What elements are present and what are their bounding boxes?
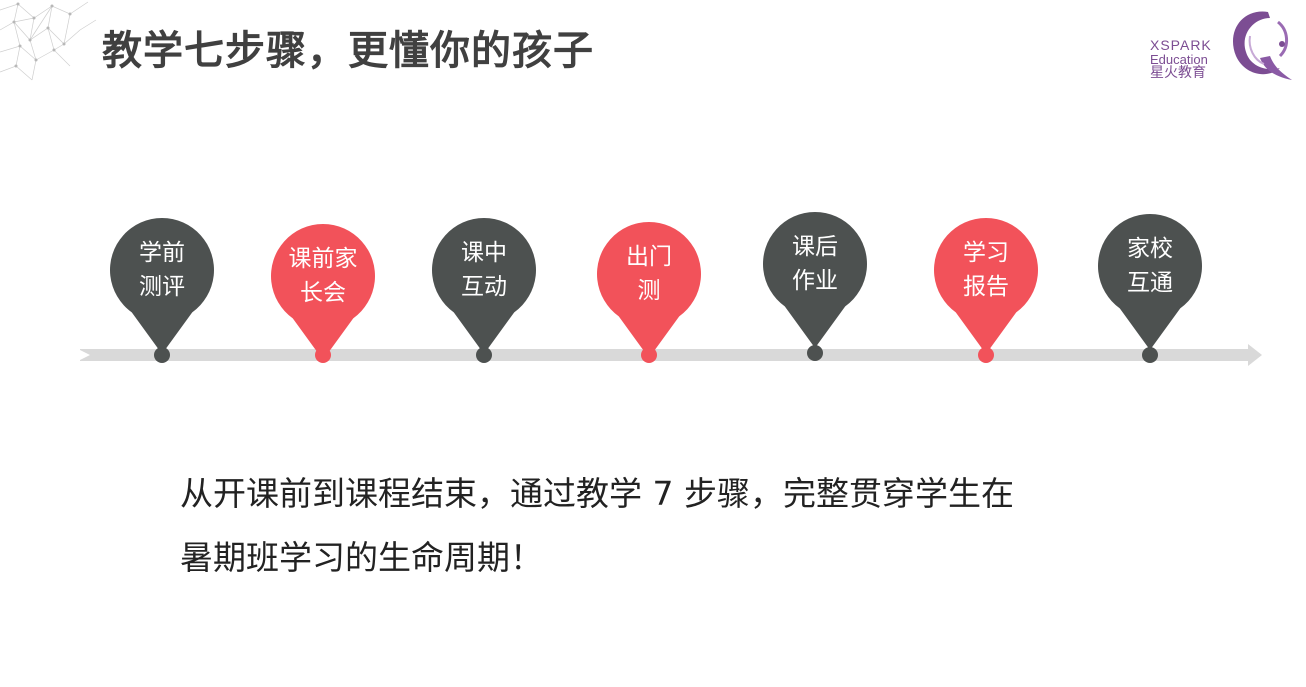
- step-dot-3: [476, 347, 492, 363]
- summary-line-2: 暑期班学习的生命周期！: [180, 538, 543, 577]
- summary-line-1: 从开课前到课程结束，通过教学 7 步骤，完整贯穿学生在: [180, 474, 1014, 513]
- step-pin-6: [934, 217, 1039, 354]
- spark-swirl-icon: [1232, 11, 1292, 80]
- step-dot-6: [978, 347, 994, 363]
- logo-sub-text: Education: [1150, 51, 1208, 67]
- step-pin-5: [763, 212, 868, 348]
- timeline-tail-notch: [78, 349, 90, 361]
- page-title: 教学七步骤，更懂你的孩子: [102, 28, 594, 74]
- logo-brand-text: XSPARK: [1150, 37, 1212, 53]
- summary-text: 从开课前到课程结束，通过教学 7 步骤，完整贯穿学生在 暑期班学习的生命周期！: [180, 462, 1180, 590]
- step-dot-7: [1142, 347, 1158, 363]
- logo-chinese-text: 星火教育: [1150, 65, 1206, 82]
- timeline-track: [80, 349, 1250, 361]
- step-dot-4: [641, 347, 657, 363]
- step-label-5: 课后 作业: [792, 234, 838, 294]
- step-pin-7: [1098, 214, 1202, 350]
- step-pin-2: [271, 224, 376, 360]
- step-label-2: 课前家 长会: [288, 246, 358, 306]
- step-dot-2: [315, 347, 331, 363]
- step-label-6: 学习 报告: [963, 240, 1009, 300]
- step-pin-4: [597, 222, 702, 358]
- step-label-7: 家校 互通: [1127, 236, 1173, 296]
- step-dot-1: [154, 347, 170, 363]
- steps-timeline: [78, 212, 1262, 366]
- step-label-4: 出门 测: [626, 244, 672, 304]
- timeline-arrow-head: [1248, 344, 1262, 366]
- step-pin-1: [110, 218, 214, 354]
- step-dot-5: [807, 345, 823, 361]
- brand-logo: XSPARK Education 星火教育: [1140, 6, 1300, 96]
- step-label-3: 课中 互动: [461, 240, 507, 300]
- step-pin-3: [431, 218, 536, 354]
- corner-mesh-decoration: [0, 1, 97, 81]
- step-label-1: 学前 测评: [139, 240, 185, 300]
